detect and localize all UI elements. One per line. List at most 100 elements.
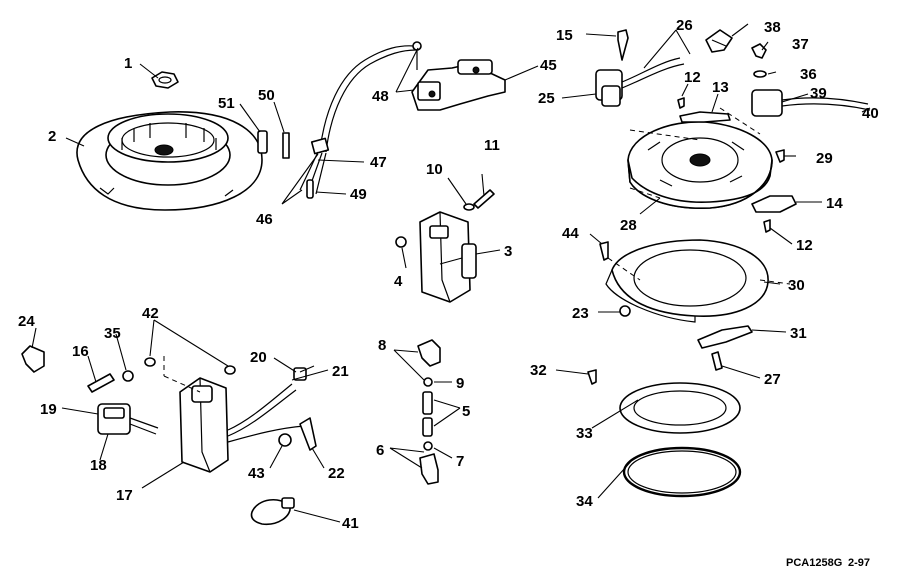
screw-12-top xyxy=(677,97,685,109)
callout-34: 34 xyxy=(576,493,593,510)
rectifier-18 xyxy=(97,403,159,435)
callout-29: 29 xyxy=(816,150,833,167)
callout-37: 37 xyxy=(792,36,809,53)
callout-23: 23 xyxy=(572,305,589,322)
callout-47: 47 xyxy=(370,154,387,171)
washer-35 xyxy=(122,370,134,382)
callout-51: 51 xyxy=(218,95,235,112)
callout-31: 31 xyxy=(790,325,807,342)
screw-27 xyxy=(711,351,723,371)
timer-link xyxy=(751,195,797,213)
screw-15 xyxy=(617,29,629,61)
coil-clamp xyxy=(679,111,731,123)
callout-24: 24 xyxy=(18,313,35,330)
nut-4 xyxy=(395,236,407,248)
flywheel-nut xyxy=(151,71,179,89)
callout-15: 15 xyxy=(556,27,573,44)
callout-45: 45 xyxy=(540,57,557,74)
screw-37 xyxy=(751,43,767,59)
callout-32: 32 xyxy=(530,362,547,379)
callout-9: 9 xyxy=(456,375,464,392)
ignition-coil-left xyxy=(595,57,685,107)
retainer-clip xyxy=(282,132,290,159)
switch-box xyxy=(179,377,305,473)
snap-ring xyxy=(622,446,742,498)
callout-2: 2 xyxy=(48,128,56,145)
spark-plug-boot-bottom xyxy=(419,453,439,485)
callout-18: 18 xyxy=(90,457,107,474)
armature-plate xyxy=(627,121,773,209)
screw-16 xyxy=(87,373,115,393)
callout-4: 4 xyxy=(394,273,403,290)
callout-19: 19 xyxy=(40,401,57,418)
callout-35: 35 xyxy=(104,325,121,342)
washer-42b xyxy=(224,365,236,375)
callout-43: 43 xyxy=(248,465,265,482)
wire-boot-22 xyxy=(299,417,317,451)
screw-12-bottom xyxy=(763,219,771,233)
nut-23 xyxy=(619,305,631,317)
assembly-line-42 xyxy=(163,356,201,393)
callout-11: 11 xyxy=(484,137,500,154)
callout-26: 26 xyxy=(676,17,693,34)
timer-base-wiring xyxy=(299,45,417,199)
callout-40: 40 xyxy=(862,105,879,122)
callout-10: 10 xyxy=(426,161,443,178)
callout-8: 8 xyxy=(378,337,386,354)
callout-28: 28 xyxy=(620,217,637,234)
callout-33: 33 xyxy=(576,425,593,442)
washer-42a xyxy=(144,357,156,367)
timer-base xyxy=(411,41,506,111)
callout-22: 22 xyxy=(328,465,345,482)
throttle-cam xyxy=(697,325,753,349)
callout-46: 46 xyxy=(256,211,273,228)
hose-clamp-41 xyxy=(250,497,295,526)
retaining-ring xyxy=(619,382,741,434)
callout-41: 41 xyxy=(342,515,359,532)
callout-21: 21 xyxy=(332,363,349,380)
callout-3: 3 xyxy=(504,243,512,260)
callout-50: 50 xyxy=(258,87,275,104)
grommet-43 xyxy=(278,433,292,447)
callout-12-bottom: 12 xyxy=(796,237,813,254)
callout-25: 25 xyxy=(538,90,555,107)
callout-44: 44 xyxy=(562,225,579,242)
leader-lines xyxy=(31,23,871,523)
connector-plug xyxy=(705,29,733,53)
terminal-9 xyxy=(423,377,433,387)
terminal-7 xyxy=(423,441,433,451)
callout-12-top: 12 xyxy=(684,69,701,86)
callout-48: 48 xyxy=(372,88,389,105)
screw-11 xyxy=(473,189,495,209)
callout-6: 6 xyxy=(376,442,384,459)
callout-36: 36 xyxy=(800,66,817,83)
callout-20: 20 xyxy=(250,349,267,366)
callout-13: 13 xyxy=(712,79,729,96)
drawing-date: 2-97 xyxy=(848,557,870,569)
callout-16: 16 xyxy=(72,343,89,360)
callout-labels: 1 2 51 50 48 45 46 47 49 11 10 3 4 15 26… xyxy=(18,17,879,532)
callout-17: 17 xyxy=(116,487,133,504)
power-pack xyxy=(419,211,477,303)
callout-5: 5 xyxy=(462,403,470,420)
dowel-pin xyxy=(257,130,268,154)
callout-30: 30 xyxy=(788,277,805,294)
callout-27: 27 xyxy=(764,371,781,388)
callout-14: 14 xyxy=(826,195,843,212)
callout-1: 1 xyxy=(124,55,132,72)
spring-5b xyxy=(422,417,433,437)
flywheel xyxy=(76,111,263,211)
callout-49: 49 xyxy=(350,186,367,203)
callout-7: 7 xyxy=(456,453,464,470)
callout-38: 38 xyxy=(764,19,781,36)
clip-24 xyxy=(21,345,45,373)
screw-32 xyxy=(587,369,597,385)
screw-29 xyxy=(775,149,785,163)
screw-44 xyxy=(599,241,609,261)
drawing-code: PCA1258G xyxy=(786,557,842,569)
spark-plug-boot-top xyxy=(417,339,441,367)
spring-5a xyxy=(422,391,433,415)
callout-42: 42 xyxy=(142,305,159,322)
